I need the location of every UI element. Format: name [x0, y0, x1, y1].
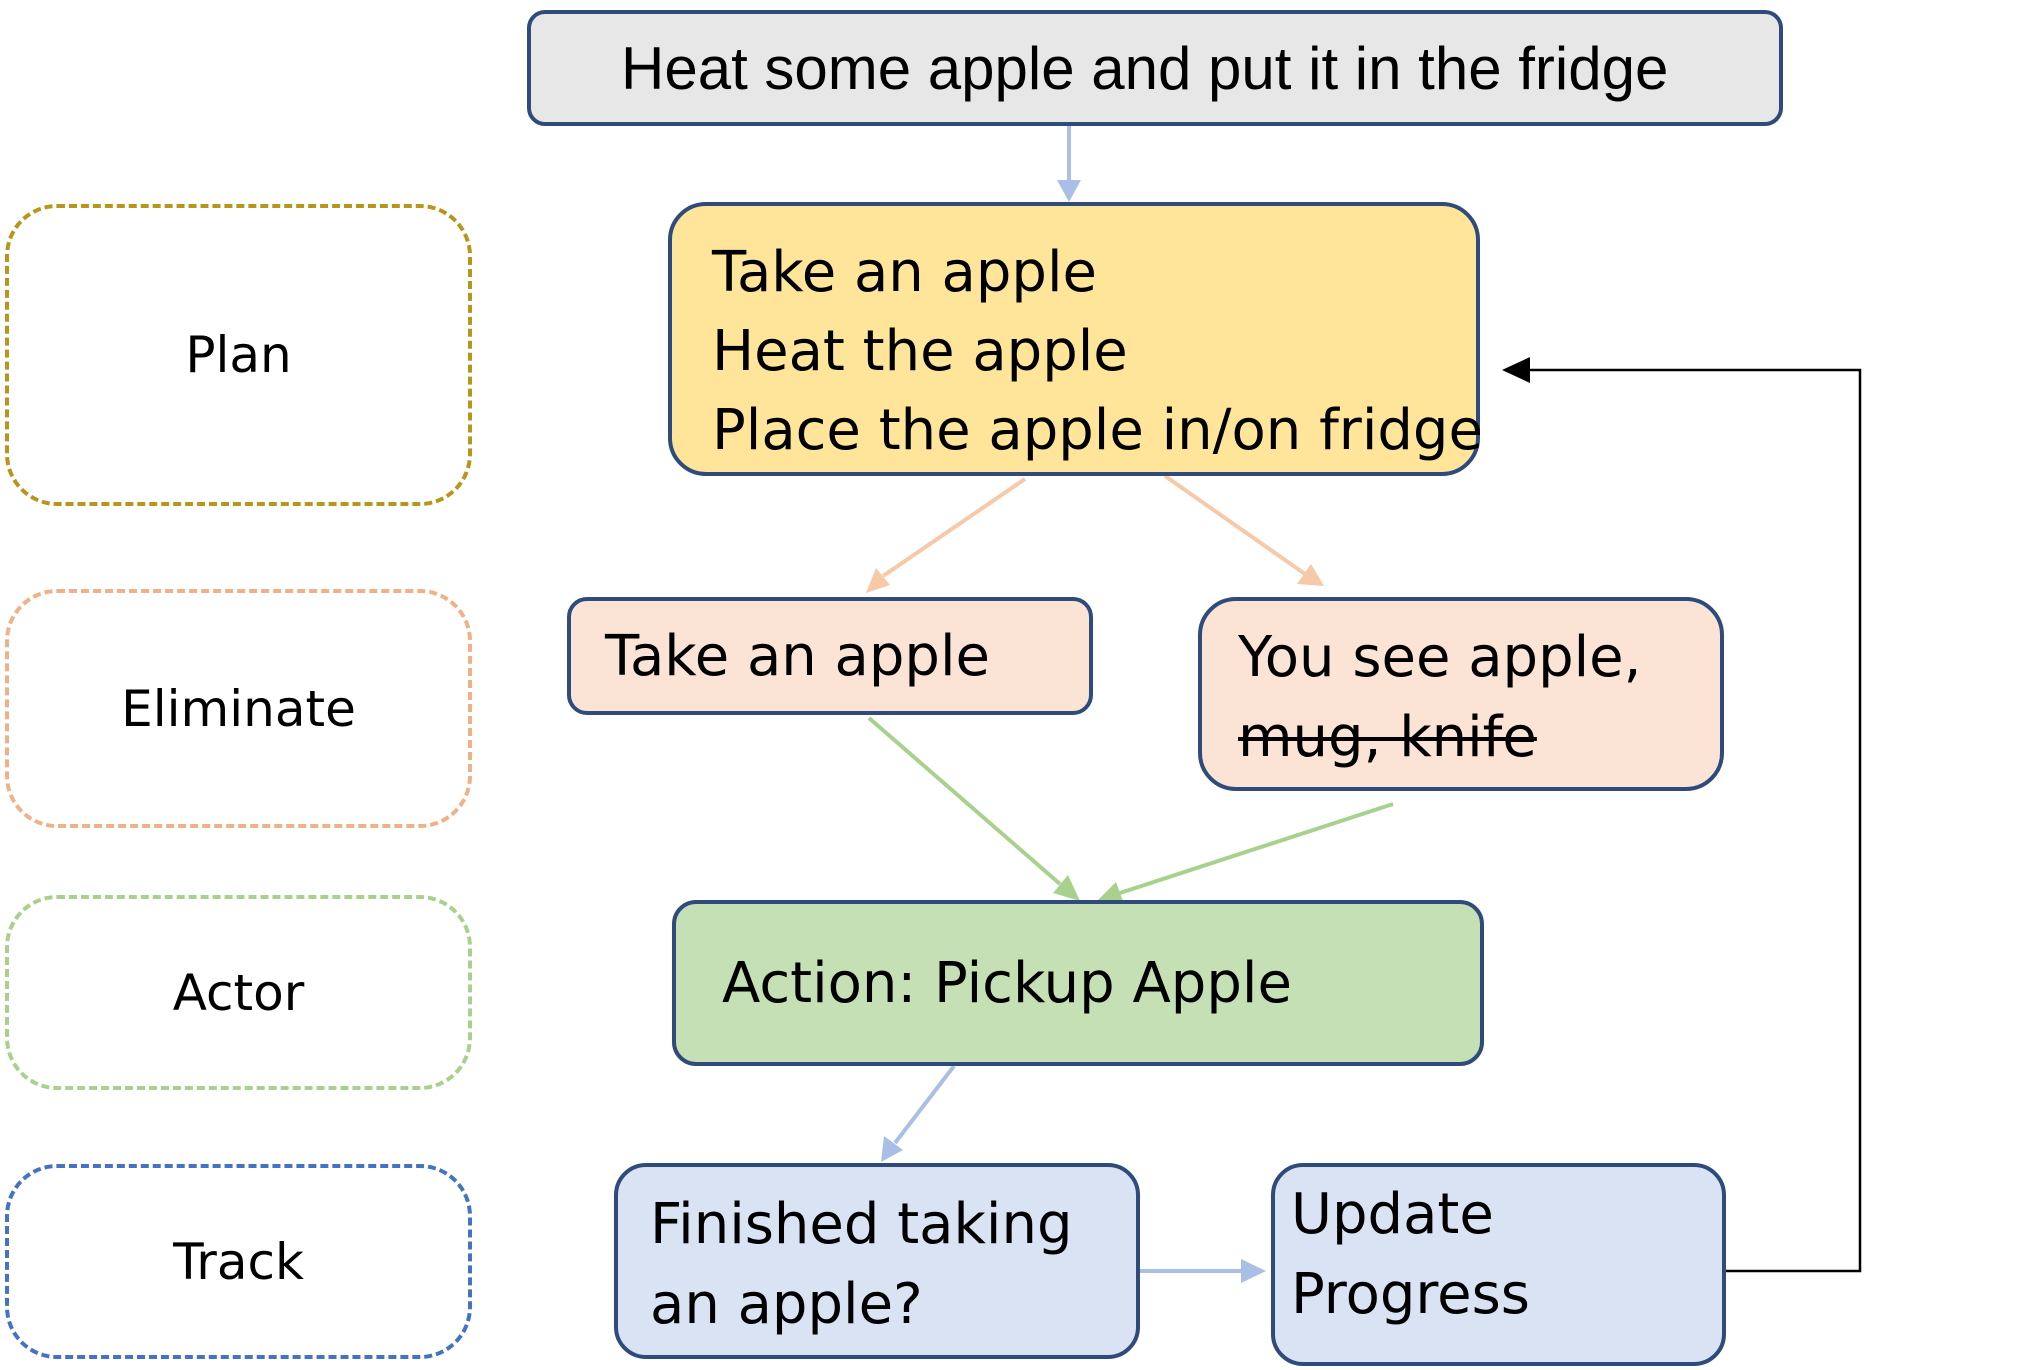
- arrowhead-elim-right-to-actor: [1096, 882, 1124, 904]
- actor-action-text: Action: Pickup Apple: [722, 950, 1292, 1016]
- track-question-box: Finished taking an apple?: [614, 1163, 1140, 1359]
- plan-box: Take an apple Heat the apple Place the a…: [668, 202, 1483, 476]
- track-question-line: Finished taking: [650, 1192, 1073, 1257]
- arrowhead-task-to-plan: [1057, 180, 1081, 202]
- arrow-actor-to-track: [893, 1064, 956, 1145]
- arrow-plan-to-elim-left: [881, 477, 1027, 578]
- eliminate-observation-box: You see apple, mug, knife: [1198, 597, 1724, 791]
- arrowhead-actor-to-track: [881, 1136, 903, 1162]
- eliminate-subgoal-text: Take an apple: [605, 623, 990, 689]
- arrow-elim-right-to-actor: [1119, 802, 1394, 895]
- stage-track-label: Track: [173, 1232, 304, 1291]
- actor-action-box: Action: Pickup Apple: [672, 900, 1484, 1066]
- stage-eliminate-label: Eliminate: [121, 679, 356, 738]
- eliminate-subgoal-box: Take an apple: [567, 597, 1093, 715]
- plan-step: Heat the apple: [712, 319, 1128, 384]
- stage-plan: Plan: [5, 204, 472, 506]
- arrowhead-plan-to-elim-left: [866, 568, 890, 593]
- task-text: Heat some apple and put it in the fridge: [621, 34, 1669, 102]
- track-update-line: Update: [1291, 1182, 1494, 1247]
- track-update-box: Update Progress: [1271, 1163, 1726, 1366]
- arrowhead-feedback-to-plan: [1502, 357, 1530, 383]
- plan-step: Take an apple: [712, 240, 1097, 305]
- task-box: Heat some apple and put it in the fridge: [527, 10, 1783, 126]
- arrow-elim-left-to-actor: [867, 716, 1062, 886]
- arrowhead-question-to-update: [1241, 1259, 1266, 1283]
- arrowhead-elim-left-to-actor: [1053, 875, 1080, 901]
- observation-eliminated-text: mug, knife: [1238, 705, 1537, 770]
- stage-plan-label: Plan: [185, 326, 292, 384]
- arrowhead-plan-to-elim-right: [1297, 564, 1324, 586]
- plan-step: Place the apple in/on fridge: [712, 398, 1483, 463]
- arrow-plan-to-elim-right: [1163, 474, 1307, 576]
- stage-track: Track: [5, 1164, 472, 1359]
- stage-eliminate: Eliminate: [5, 589, 472, 828]
- stage-actor-label: Actor: [172, 963, 305, 1022]
- track-question-line: an apple?: [650, 1272, 923, 1337]
- stage-actor: Actor: [5, 895, 472, 1090]
- observation-kept-text: You see apple,: [1238, 625, 1642, 690]
- track-update-line: Progress: [1291, 1262, 1530, 1327]
- feedback-loop-line: [1530, 368, 1862, 1273]
